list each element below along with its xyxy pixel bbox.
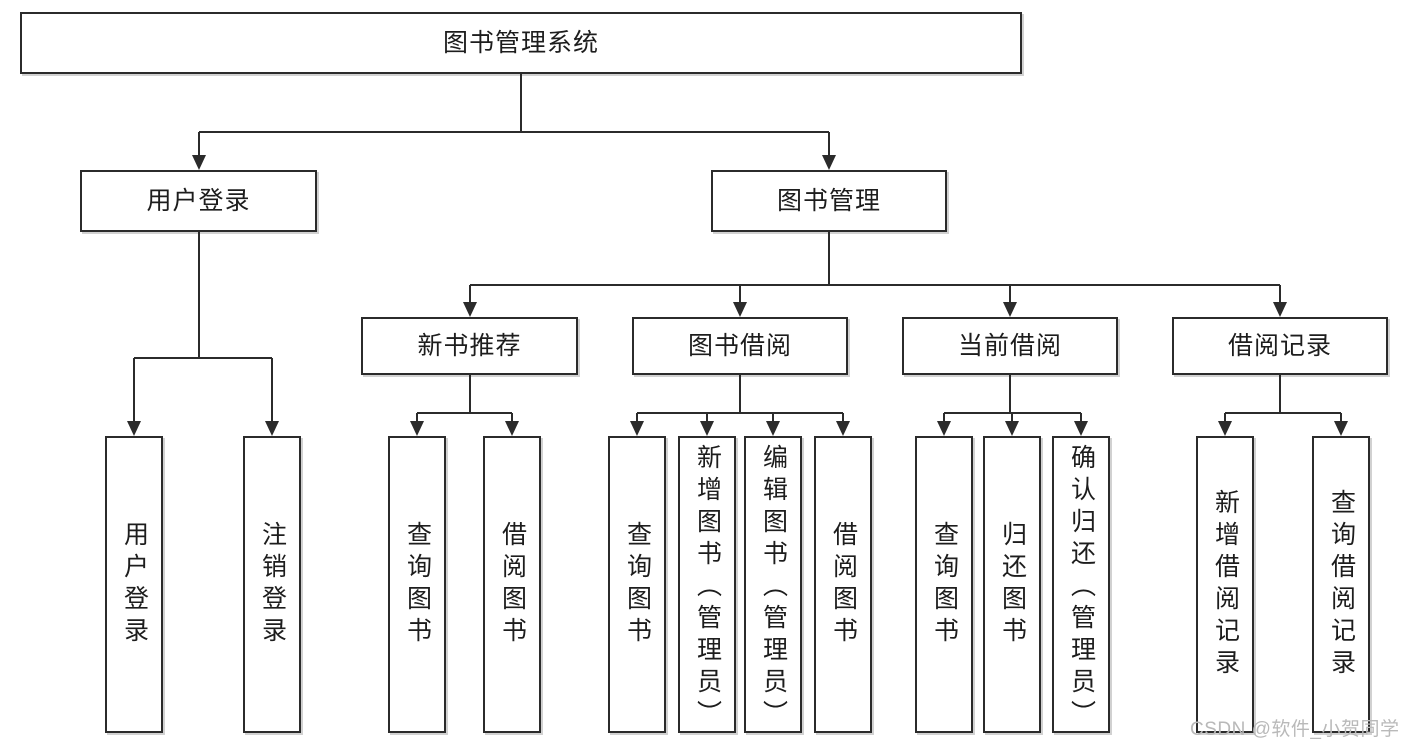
connector-bus [134, 357, 272, 359]
arrowhead-icon [1273, 302, 1287, 317]
node-root[interactable]: 图书管理系统 [20, 12, 1022, 74]
arrowhead-icon [1334, 421, 1348, 436]
connector-drop [1340, 413, 1342, 421]
connector-drop [706, 413, 708, 421]
connector-drop [511, 413, 513, 421]
node-label: 查询图书 [930, 520, 959, 649]
node-leaf-return[interactable]: 归还图书 [983, 436, 1041, 733]
connector-bus [417, 412, 512, 414]
connector-stem [520, 74, 522, 132]
node-leaf-add-book[interactable]: 新增图书（管理员） [678, 436, 736, 733]
arrowhead-icon [937, 421, 951, 436]
arrowhead-icon [822, 155, 836, 170]
node-label: 新书推荐 [417, 332, 522, 360]
arrowhead-icon [630, 421, 644, 436]
connector-bus [1225, 412, 1341, 414]
node-leaf-add-record[interactable]: 新增借阅记录 [1196, 436, 1254, 733]
watermark-text: CSDN @软件_小贺同学 [1190, 719, 1400, 740]
arrowhead-icon [766, 421, 780, 436]
connector-stem [828, 232, 830, 285]
node-leaf-user-login[interactable]: 用户登录 [105, 436, 163, 733]
node-label: 图书管理系统 [442, 29, 599, 57]
arrowhead-icon [700, 421, 714, 436]
connector-stem [1279, 375, 1281, 413]
connector-bus [637, 412, 843, 414]
node-leaf-query-3[interactable]: 查询图书 [915, 436, 973, 733]
arrowhead-icon [836, 421, 850, 436]
connector-drop [1080, 413, 1082, 421]
node-label: 归还图书 [998, 520, 1027, 649]
node-label: 查询借阅记录 [1327, 488, 1356, 681]
node-user-login[interactable]: 用户登录 [80, 170, 317, 232]
node-label: 编辑图书（管理员） [759, 444, 788, 732]
node-leaf-edit-book[interactable]: 编辑图书（管理员） [744, 436, 802, 733]
node-label: 新增借阅记录 [1211, 488, 1240, 681]
connector-drop [468, 285, 471, 302]
connector-stem [739, 375, 741, 413]
node-book-manage[interactable]: 图书管理 [711, 170, 947, 232]
arrowhead-icon [127, 421, 141, 436]
arrowhead-icon [265, 421, 279, 436]
node-label: 图书管理 [776, 187, 881, 215]
connector-drop [1011, 413, 1013, 421]
node-label: 借阅记录 [1227, 332, 1332, 360]
node-label: 用户登录 [146, 187, 251, 215]
node-current-borrow[interactable]: 当前借阅 [902, 317, 1118, 375]
node-leaf-query-1[interactable]: 查询图书 [388, 436, 446, 733]
connector-drop [842, 413, 844, 421]
node-label: 查询图书 [403, 520, 432, 649]
node-leaf-logout[interactable]: 注销登录 [243, 436, 301, 733]
connector-drop [133, 358, 135, 421]
arrowhead-icon [733, 302, 747, 317]
node-label: 确认归还（管理员） [1067, 444, 1096, 732]
node-label: 借阅图书 [498, 520, 527, 649]
connector-drop [271, 358, 273, 421]
connector-drop [1009, 285, 1011, 302]
connector-drop [1279, 285, 1281, 302]
node-borrow-record[interactable]: 借阅记录 [1172, 317, 1388, 375]
connector-stem [468, 375, 471, 413]
arrowhead-icon [505, 421, 519, 436]
connector-drop [416, 413, 418, 421]
connector-stem [1009, 375, 1011, 413]
node-label: 借阅图书 [829, 520, 858, 649]
node-book-borrow[interactable]: 图书借阅 [632, 317, 848, 375]
node-label: 当前借阅 [957, 332, 1062, 360]
connector-drop [772, 413, 774, 421]
node-label: 用户登录 [120, 520, 149, 649]
arrowhead-icon [410, 421, 424, 436]
node-leaf-confirm[interactable]: 确认归还（管理员） [1052, 436, 1110, 733]
arrowhead-icon [1005, 421, 1019, 436]
node-leaf-qry-record[interactable]: 查询借阅记录 [1312, 436, 1370, 733]
node-label: 注销登录 [258, 520, 287, 649]
connector-drop [739, 285, 741, 302]
arrowhead-icon [1074, 421, 1088, 436]
node-label: 查询图书 [623, 520, 652, 649]
node-label: 新增图书（管理员） [693, 444, 722, 732]
node-label: 图书借阅 [687, 332, 792, 360]
connector-drop [943, 413, 945, 421]
connector-drop [828, 132, 830, 155]
connector-bus [198, 131, 829, 133]
connector-drop [636, 413, 638, 421]
arrowhead-icon [191, 155, 206, 170]
node-new-book-rec[interactable]: 新书推荐 [361, 317, 578, 375]
arrowhead-icon [1003, 302, 1017, 317]
node-leaf-borrow-1[interactable]: 借阅图书 [483, 436, 541, 733]
node-leaf-borrow-2[interactable]: 借阅图书 [814, 436, 872, 733]
connector-drop [197, 132, 200, 155]
connector-drop [1224, 413, 1226, 421]
connector-stem [197, 232, 200, 358]
arrowhead-icon [1218, 421, 1232, 436]
connector-bus [469, 284, 1280, 286]
arrowhead-icon [462, 302, 477, 317]
node-leaf-query-2[interactable]: 查询图书 [608, 436, 666, 733]
